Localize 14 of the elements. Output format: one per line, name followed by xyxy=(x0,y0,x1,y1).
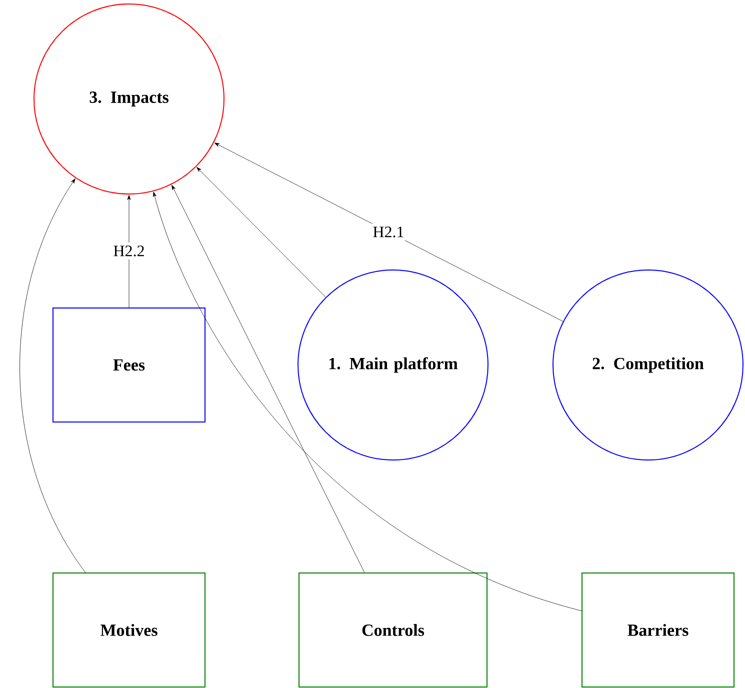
circle-node: 3. Impacts xyxy=(34,4,224,194)
process-box: Barriers xyxy=(582,572,734,688)
edge-label: H2.1 xyxy=(370,224,408,240)
arrow xyxy=(172,184,365,573)
process-box: Fees xyxy=(52,308,206,422)
edge-label: H2.2 xyxy=(110,242,148,260)
arrow xyxy=(196,167,326,298)
process-box: Motives xyxy=(52,572,206,688)
circle-node: 1. Main platform xyxy=(298,270,488,460)
process-box: Controls xyxy=(298,572,488,688)
arrow xyxy=(153,192,582,612)
circle-node: 2. Competition xyxy=(552,270,744,460)
arrow xyxy=(20,178,86,573)
arrow xyxy=(214,142,564,322)
